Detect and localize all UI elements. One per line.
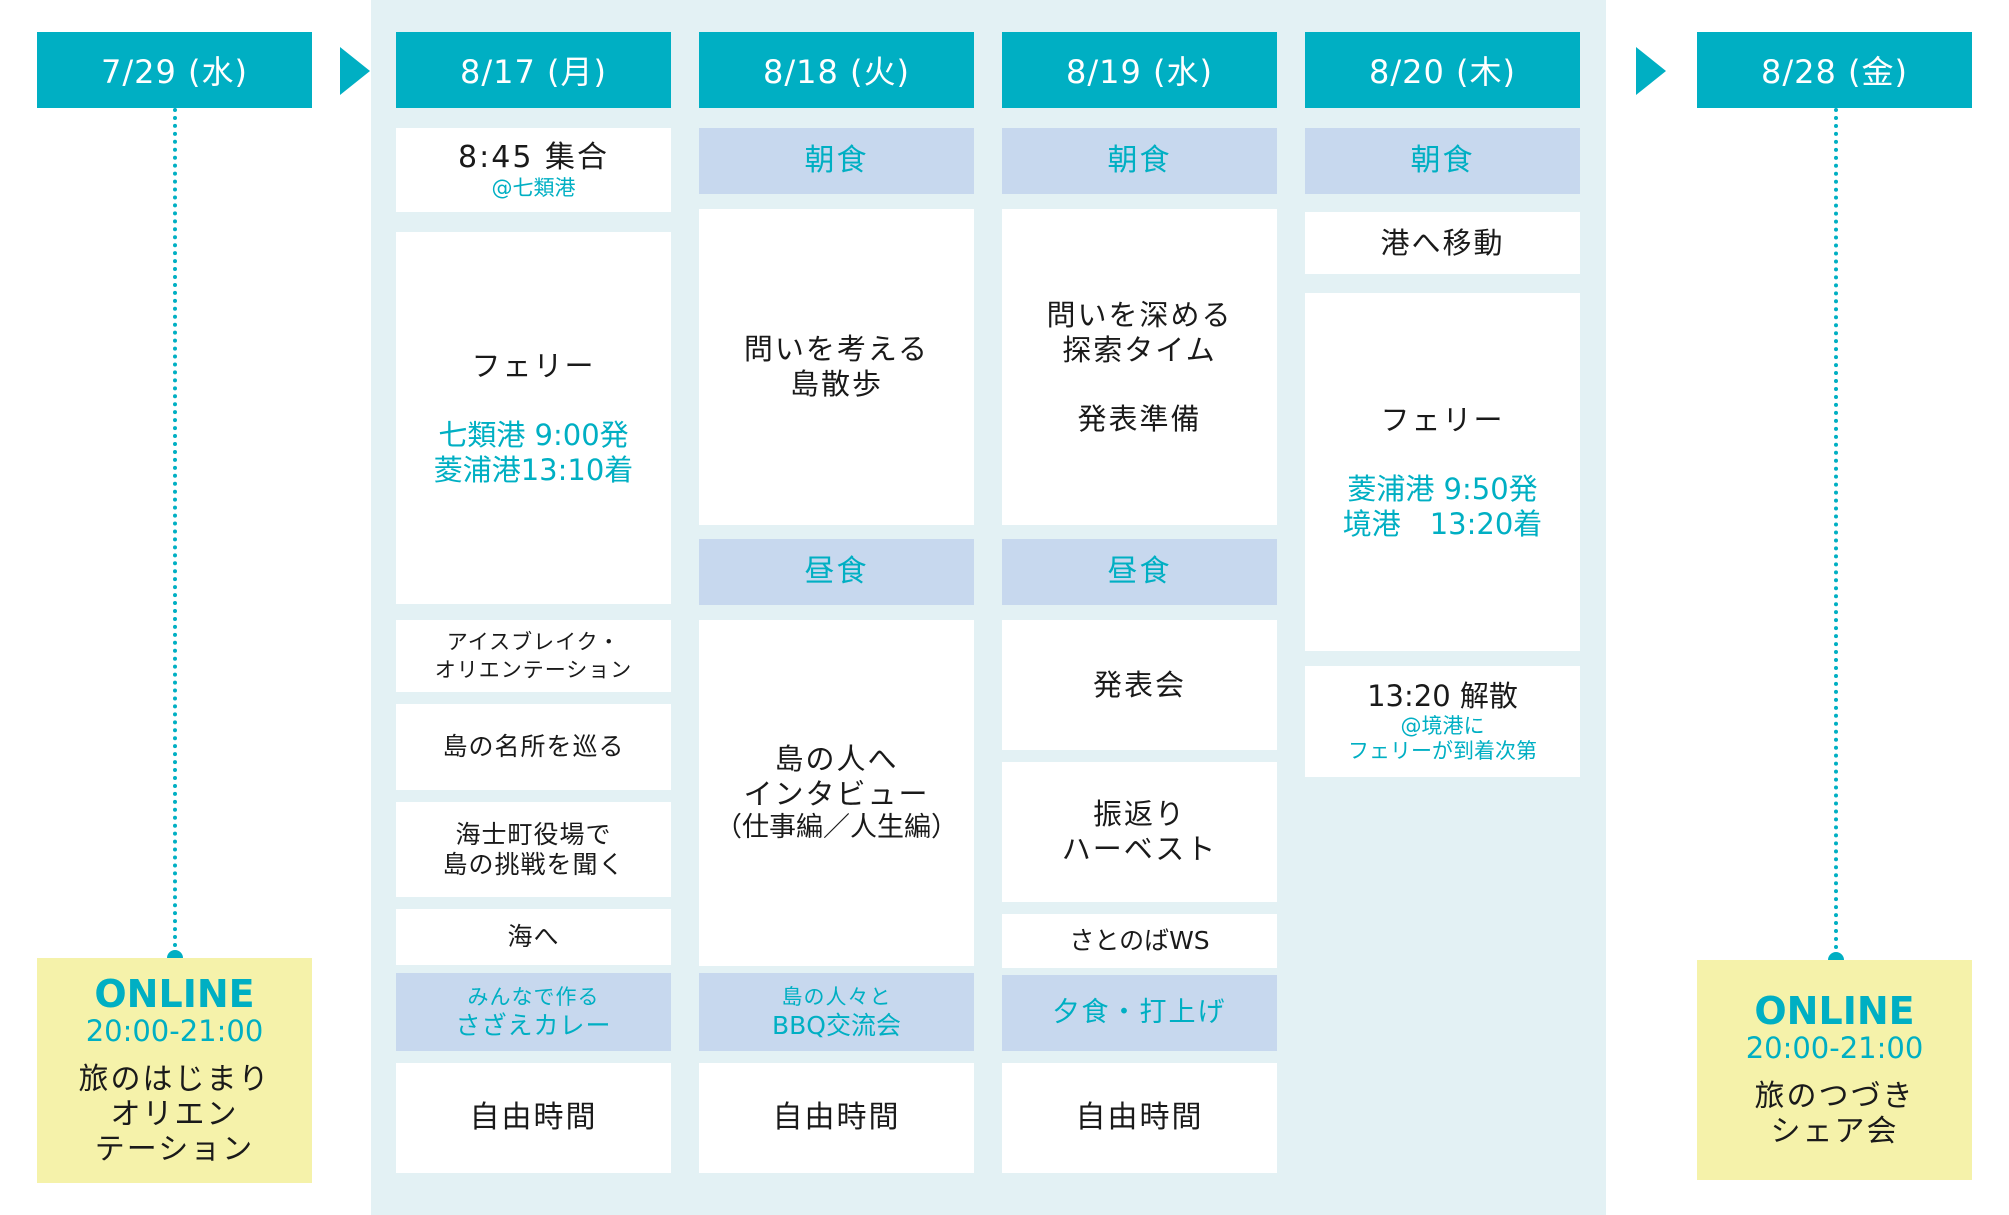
online-label: ONLINE xyxy=(94,972,255,1016)
activity-label: 問いを深める xyxy=(1046,297,1233,332)
activity-label: 港へ移動 xyxy=(1380,225,1505,260)
online-label: ONLINE xyxy=(1754,989,1915,1033)
activity-label: 探索タイム xyxy=(1062,332,1217,367)
online-session-start: ONLINE 20:00-21:00 旅のはじまり オリエン テーション xyxy=(37,958,312,1183)
activity-label: 自由時間 xyxy=(1075,1100,1204,1135)
online-time: 20:00-21:00 xyxy=(1745,1031,1924,1065)
activity-label: ハーベスト xyxy=(1061,832,1218,866)
date-header-day2: 8/18 (火) xyxy=(699,32,974,108)
walk-block: 問いを考える 島散歩 xyxy=(699,209,974,525)
free-time-block: 自由時間 xyxy=(1002,1063,1277,1173)
meal-label: 昼食 xyxy=(1107,554,1172,589)
ws-block: さとのばWS xyxy=(1002,914,1277,968)
arrow-right-icon xyxy=(1636,47,1666,95)
meal-label: 朝食 xyxy=(1410,143,1475,178)
breakfast-block: 朝食 xyxy=(1305,128,1580,194)
arrow-right-icon xyxy=(340,47,370,95)
activity-label: 自由時間 xyxy=(772,1100,901,1135)
meal-label: BBQ交流会 xyxy=(772,1011,901,1040)
interview-block: 島の人へ インタビュー （仕事編／人生編） xyxy=(699,620,974,966)
activity-label: 発表会 xyxy=(1092,667,1186,702)
date-label: 7/29 (水) xyxy=(100,53,248,91)
breakfast-block: 朝食 xyxy=(699,128,974,194)
session-title: シェア会 xyxy=(1770,1114,1899,1149)
meetup-block: 8:45 集合 @七類港 xyxy=(396,128,671,212)
activity-label: インタビュー xyxy=(743,777,930,811)
move-block: 港へ移動 xyxy=(1305,212,1580,274)
review-block: 振返り ハーベスト xyxy=(1002,762,1277,902)
ferry-label: フェリー xyxy=(1380,402,1505,437)
online-time: 20:00-21:00 xyxy=(85,1014,264,1048)
dismiss-block: 13:20 解散 @境港に フェリーが到着次第 xyxy=(1305,666,1580,777)
date-label: 8/19 (水) xyxy=(1065,53,1213,91)
date-header-day3: 8/19 (水) xyxy=(1002,32,1277,108)
date-header-day4: 8/20 (木) xyxy=(1305,32,1580,108)
ferry-departure: 菱浦港 9:50発 xyxy=(1347,471,1538,506)
meal-label: 朝食 xyxy=(1107,143,1172,178)
session-title: オリエン xyxy=(110,1097,239,1132)
activity-label: 島散歩 xyxy=(789,367,883,401)
timeline-connector xyxy=(173,108,177,956)
activity-label: 問いを考える xyxy=(743,332,930,366)
meal-label: 島の人々と xyxy=(781,985,892,1009)
activity-label: 海へ xyxy=(507,922,560,951)
activity-label: さとのばWS xyxy=(1069,926,1210,955)
dismiss-note: フェリーが到着次第 xyxy=(1348,739,1537,763)
session-title: 旅のつづき xyxy=(1754,1079,1915,1114)
meetup-time: 8:45 集合 xyxy=(458,139,609,175)
breakfast-block: 朝食 xyxy=(1002,128,1277,194)
date-header-start: 7/29 (水) xyxy=(37,32,312,108)
bbq-block: 島の人々と BBQ交流会 xyxy=(699,973,974,1051)
townhall-block: 海士町役場で 島の挑戦を聞く xyxy=(396,802,671,897)
session-title: 旅のはじまり xyxy=(78,1062,271,1097)
activity-label: 島の挑戦を聞く xyxy=(442,849,625,879)
free-time-block: 自由時間 xyxy=(396,1063,671,1173)
dinner-block: 夕食・打上げ xyxy=(1002,975,1277,1051)
lunch-block: 昼食 xyxy=(699,539,974,605)
date-label: 8/20 (木) xyxy=(1368,53,1516,91)
activity-label: 自由時間 xyxy=(469,1100,598,1135)
free-time-block: 自由時間 xyxy=(699,1063,974,1173)
activity-label: 発表準備 xyxy=(1077,401,1202,436)
dinner-block: みんなで作る さざえカレー xyxy=(396,973,671,1051)
timeline-connector xyxy=(1834,108,1838,958)
ferry-departure: 七類港 9:00発 xyxy=(438,417,629,452)
date-label: 8/28 (金) xyxy=(1760,53,1908,91)
activity-label: 島の人へ xyxy=(774,742,899,776)
ferry-label: フェリー xyxy=(471,348,596,383)
ferry-block: フェリー 菱浦港 9:50発 境港 13:20着 xyxy=(1305,293,1580,651)
meal-label: みんなで作る xyxy=(467,985,600,1009)
dismiss-note: @境港に xyxy=(1400,714,1485,738)
meal-label: 昼食 xyxy=(804,554,869,589)
activity-label: （仕事編／人生編） xyxy=(715,812,958,843)
sea-block: 海へ xyxy=(396,909,671,965)
meal-label: 朝食 xyxy=(804,143,869,178)
explore-block: 問いを深める 探索タイム 発表準備 xyxy=(1002,209,1277,525)
meal-label: 夕食・打上げ xyxy=(1052,997,1227,1028)
tour-block: 島の名所を巡る xyxy=(396,704,671,790)
meal-label: さざえカレー xyxy=(455,1011,612,1040)
date-label: 8/18 (火) xyxy=(762,53,910,91)
icebreak-block: アイスブレイク・ オリエンテーション xyxy=(396,620,671,692)
dismiss-time: 13:20 解散 xyxy=(1367,679,1518,713)
date-label: 8/17 (月) xyxy=(459,53,607,91)
presentation-block: 発表会 xyxy=(1002,620,1277,750)
activity-label: オリエンテーション xyxy=(434,658,633,682)
meetup-place: @七類港 xyxy=(491,175,576,200)
activity-label: アイスブレイク・ xyxy=(446,630,621,654)
activity-label: 海士町役場で xyxy=(455,819,612,849)
date-header-day1: 8/17 (月) xyxy=(396,32,671,108)
ferry-arrival: 境港 13:20着 xyxy=(1342,506,1543,541)
activity-label: 振返り xyxy=(1092,797,1186,831)
session-title: テーション xyxy=(94,1132,255,1167)
activity-label: 島の名所を巡る xyxy=(442,732,625,761)
ferry-block: フェリー 七類港 9:00発 菱浦港13:10着 xyxy=(396,232,671,604)
lunch-block: 昼食 xyxy=(1002,539,1277,605)
date-header-end: 8/28 (金) xyxy=(1697,32,1972,108)
online-session-end: ONLINE 20:00-21:00 旅のつづき シェア会 xyxy=(1697,960,1972,1180)
ferry-arrival: 菱浦港13:10着 xyxy=(433,452,634,487)
